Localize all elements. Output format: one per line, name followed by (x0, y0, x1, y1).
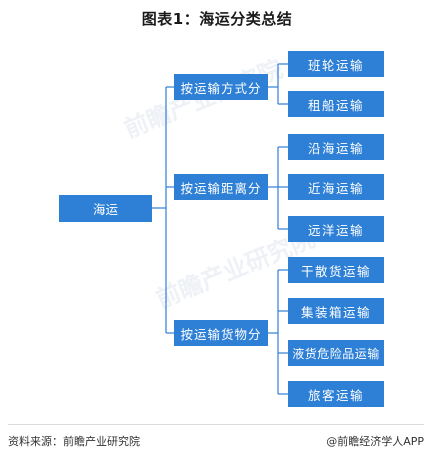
credit-note: @前瞻经济学人APP (326, 435, 424, 448)
node-leaf: 租船运输 (288, 91, 384, 117)
node-leaf: 班轮运输 (288, 51, 384, 77)
node-leaf: 远洋运输 (288, 216, 384, 242)
footer-divider (8, 424, 424, 425)
node-leaf: 旅客运输 (288, 381, 384, 407)
node-leaf: 液货危险品运输 (288, 340, 384, 366)
node-leaf: 集装箱运输 (288, 298, 384, 324)
node-root: 海运 (59, 195, 152, 222)
node-branch-cargo-type: 按运输货物分 (174, 320, 268, 346)
node-leaf: 沿海运输 (288, 134, 384, 160)
source-note: 资料来源：前瞻产业研究院 (8, 435, 140, 448)
node-branch-transport-mode: 按运输方式分 (174, 74, 268, 100)
chart-title: 图表1：海运分类总结 (141, 10, 293, 28)
node-leaf: 近海运输 (288, 174, 384, 200)
node-branch-transport-distance: 按运输距离分 (174, 174, 268, 200)
node-leaf: 干散货运输 (288, 257, 384, 283)
